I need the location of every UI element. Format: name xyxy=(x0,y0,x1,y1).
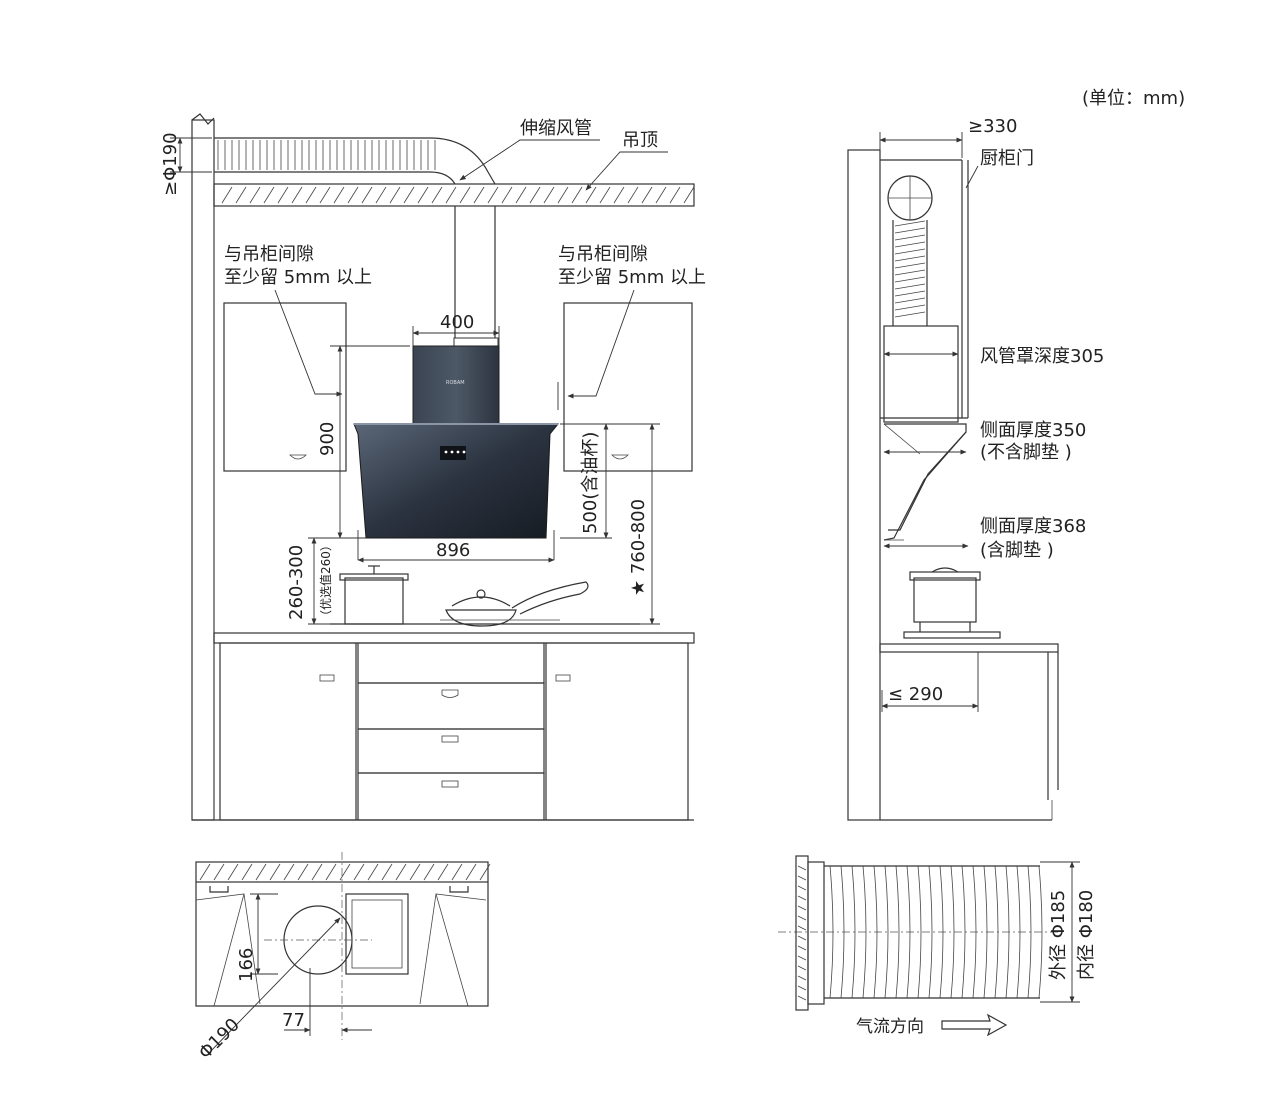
depth-290-label: ≤ 290 xyxy=(888,684,943,705)
duct-cover xyxy=(883,325,959,423)
duct-view: 外径 Φ185 内径 Φ180 气流方向 xyxy=(778,855,1097,1037)
airflow-arrow xyxy=(941,1013,1008,1037)
telescopic-duct xyxy=(214,137,496,185)
dim-77-label: 77 xyxy=(282,1010,305,1031)
side-thickness-368-line2: (含脚垫 ) xyxy=(980,540,1054,561)
gap-note-right-line2: 至少留 5mm 以上 xyxy=(558,267,706,288)
dim-166-label: 166 xyxy=(236,948,257,982)
depth-330-label: ≥330 xyxy=(968,116,1017,137)
wall-cabinet-right xyxy=(563,302,693,472)
duct-cover-depth-label: 风管罩深度305 xyxy=(980,346,1104,367)
height-500-label: 500(含油杯) xyxy=(580,432,601,534)
hood-display xyxy=(440,446,466,460)
height-760-800-label: ★ 760-800 xyxy=(628,499,649,596)
telescopic-duct-label: 伸缩风管 xyxy=(520,118,592,139)
cooktop xyxy=(330,565,640,627)
hood-chimney xyxy=(412,345,500,425)
wall-column xyxy=(191,119,215,821)
side-thickness-368-line1: 侧面厚度368 xyxy=(980,516,1086,537)
side-thickness-350-line1: 侧面厚度350 xyxy=(980,420,1086,441)
height-260-300-label: 260-300 xyxy=(286,545,307,620)
cabinet-door-label: 厨柜门 xyxy=(980,148,1034,169)
dim-190-label: Φ190 xyxy=(195,1014,244,1063)
gap-note-left-line2: 至少留 5mm 以上 xyxy=(224,267,372,288)
ceiling-label: 吊顶 xyxy=(622,130,658,151)
height-900-label: 900 xyxy=(317,422,338,456)
hood-width-label: 896 xyxy=(436,540,470,561)
gap-note-left-line1: 与吊柜间隙 xyxy=(224,244,314,265)
base-cabinets xyxy=(192,632,695,821)
front-view: ≥Φ190 伸缩风管 吊顶 与吊柜间隙 至少留 5mm 以上 与吊柜间隙 至少留… xyxy=(160,113,706,821)
inner-diameter-label: 内径 Φ180 xyxy=(1076,890,1097,980)
side-view: ≥330 厨柜门 风管罩深度305 侧面厚度350 (不含脚垫 ) 侧面厚度36… xyxy=(847,116,1104,821)
preferred-260-label: （优选值260） xyxy=(318,539,333,622)
unit-note: (单位：mm) xyxy=(1082,88,1185,109)
chimney-width-label: 400 xyxy=(440,312,474,333)
hood-brand: ROBAM xyxy=(446,380,465,386)
airflow-label: 气流方向 xyxy=(856,1017,924,1037)
gap-note-right-line1: 与吊柜间隙 xyxy=(558,244,648,265)
hood-body xyxy=(353,423,560,539)
outer-diameter-label: 外径 Φ185 xyxy=(1048,890,1069,980)
ceiling-panel xyxy=(213,183,695,207)
range-hood: ROBAM xyxy=(353,337,560,539)
side-thickness-350-line2: (不含脚垫 ) xyxy=(980,442,1072,463)
duct-diameter-label: ≥Φ190 xyxy=(160,132,181,196)
top-view: 166 77 Φ190 xyxy=(195,852,491,1064)
